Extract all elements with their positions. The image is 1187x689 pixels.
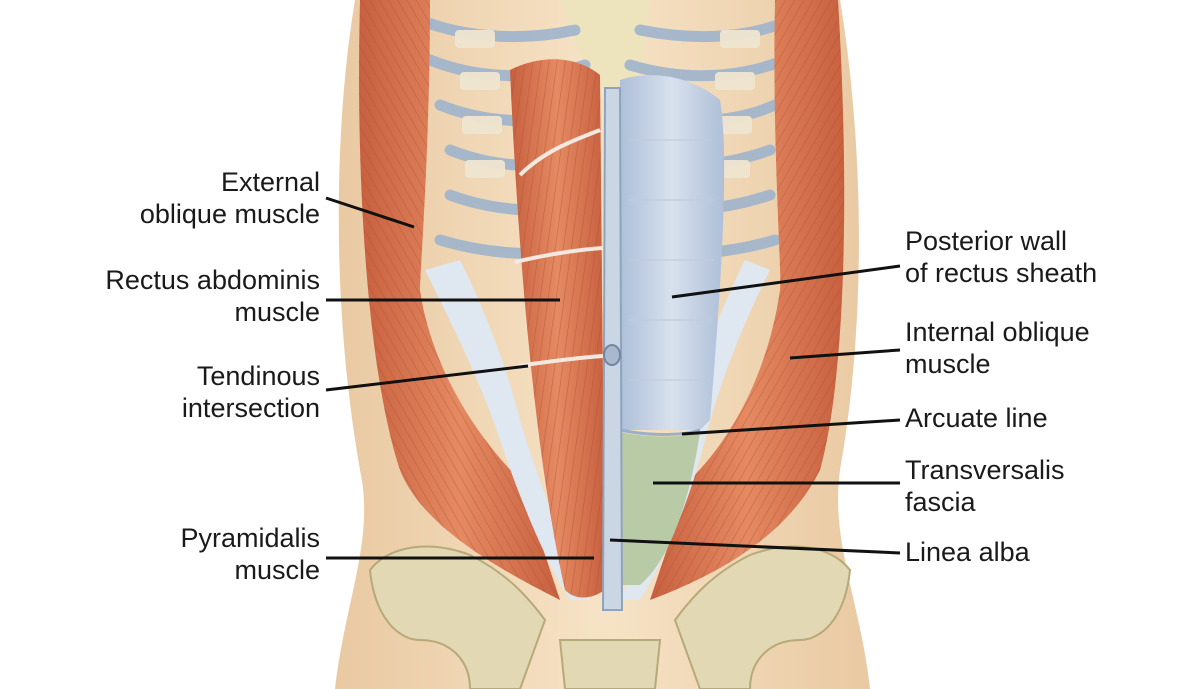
label-pyramidalis: Pyramidalis muscle (180, 522, 320, 586)
label-pyramidalis-line2: muscle (180, 554, 320, 586)
label-transversalis-fascia: Transversalis fascia (905, 454, 1065, 518)
label-rectus-abdominis: Rectus abdominis muscle (105, 264, 320, 328)
leader-external-oblique (326, 198, 414, 227)
label-tendinous-intersection-line1: Tendinous (182, 360, 320, 392)
label-arcuate-line: Arcuate line (905, 402, 1048, 434)
label-arcuate-line-line1: Arcuate line (905, 402, 1048, 434)
label-external-oblique-line2: oblique muscle (140, 198, 320, 230)
label-tendinous-intersection: Tendinous intersection (182, 360, 320, 424)
label-rectus-abdominis-line2: muscle (105, 296, 320, 328)
label-rectus-abdominis-line1: Rectus abdominis (105, 264, 320, 296)
leader-arcuate-line (682, 420, 900, 434)
label-tendinous-intersection-line2: intersection (182, 392, 320, 424)
label-internal-oblique-line2: muscle (905, 348, 1090, 380)
label-posterior-wall-line2: of rectus sheath (905, 257, 1097, 289)
label-linea-alba-line1: Linea alba (905, 536, 1030, 568)
label-pyramidalis-line1: Pyramidalis (180, 522, 320, 554)
leader-internal-oblique (790, 350, 900, 358)
label-external-oblique-line1: External (140, 166, 320, 198)
leader-linea-alba (610, 540, 900, 553)
label-posterior-wall: Posterior wall of rectus sheath (905, 225, 1097, 289)
label-internal-oblique-line1: Internal oblique (905, 316, 1090, 348)
label-internal-oblique: Internal oblique muscle (905, 316, 1090, 380)
leader-posterior-wall (672, 266, 900, 297)
label-posterior-wall-line1: Posterior wall (905, 225, 1097, 257)
leader-tendinous-intersection (326, 366, 528, 390)
label-external-oblique: External oblique muscle (140, 166, 320, 230)
label-transversalis-fascia-line1: Transversalis (905, 454, 1065, 486)
label-transversalis-fascia-line2: fascia (905, 486, 1065, 518)
label-linea-alba: Linea alba (905, 536, 1030, 568)
